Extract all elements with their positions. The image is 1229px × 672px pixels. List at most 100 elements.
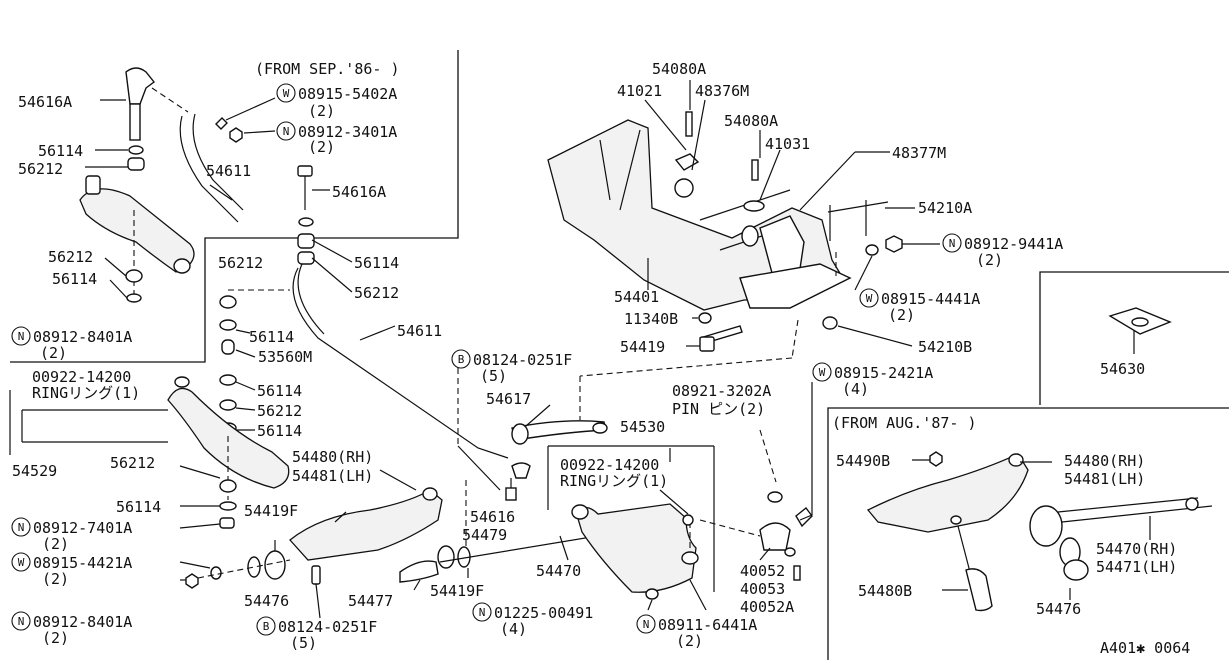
code-n-icon: N bbox=[18, 521, 25, 534]
label-54611-inset: 54611 bbox=[206, 162, 251, 180]
label-ring-2: RINGリング(1) bbox=[560, 472, 668, 490]
label-54611-main: 54611 bbox=[397, 322, 442, 340]
label-54419f-1: 54419F bbox=[244, 502, 298, 520]
label-54479: 54479 bbox=[462, 526, 507, 544]
qty-w08915-4421a: (2) bbox=[42, 570, 69, 588]
label-54470rh-inset: 54470(RH) bbox=[1096, 540, 1177, 558]
label-54476: 54476 bbox=[244, 592, 289, 610]
callout-w08915-5402a: W 08915-5402A (2) bbox=[276, 83, 397, 120]
label-40053: 40053 bbox=[740, 580, 785, 598]
qty-b08124-0251f-2: (5) bbox=[290, 634, 317, 652]
qty-n08912-8401a: (2) bbox=[42, 629, 69, 647]
label-pin: PIN ピン(2) bbox=[672, 400, 765, 418]
qty-n08912-7401a: (2) bbox=[42, 535, 69, 553]
qty-w08915-2421a: (4) bbox=[842, 380, 869, 398]
label-n08912-7401a: 08912-7401A bbox=[33, 519, 132, 537]
label-54210b: 54210B bbox=[918, 338, 972, 356]
label-54616a-main: 54616A bbox=[332, 183, 386, 201]
callout-b08124-0251f-1: B 08124-0251F (5) bbox=[451, 349, 572, 385]
label-41021: 41021 bbox=[617, 82, 662, 100]
callout-w08915-2421a: W 08915-2421A (4) bbox=[812, 362, 933, 398]
label-54490b: 54490B bbox=[836, 452, 890, 470]
label-n01225-00491: 01225-00491 bbox=[494, 604, 593, 622]
label-56114-inset-a: 56114 bbox=[38, 142, 83, 160]
label-54210a: 54210A bbox=[918, 199, 972, 217]
callout-n08912-7401a: N 08912-7401A (2) bbox=[11, 517, 132, 553]
code-w-icon: W bbox=[866, 292, 873, 305]
inset-top-left-drawing bbox=[79, 67, 276, 303]
label-56212-main-a: 56212 bbox=[218, 254, 263, 272]
qty-b08124-0251f-1: (5) bbox=[480, 367, 507, 385]
label-00922-14200-2: 00922-14200 bbox=[560, 456, 659, 474]
label-40052: 40052 bbox=[740, 562, 785, 580]
code-w-icon: W bbox=[283, 87, 290, 100]
code-n-icon: N bbox=[283, 125, 290, 138]
callout-b08124-0251f-2: B 08124-0251F (5) bbox=[256, 616, 377, 652]
label-56212-main-b: 56212 bbox=[354, 284, 399, 302]
crossmember-drawing bbox=[547, 80, 940, 420]
label-53560m: 53560M bbox=[258, 348, 312, 366]
label-48376m: 48376M bbox=[695, 82, 749, 100]
label-54530: 54530 bbox=[620, 418, 665, 436]
inset-bottom-right-border bbox=[827, 407, 1229, 660]
code-n-icon: N bbox=[18, 615, 25, 628]
code-w-icon: W bbox=[819, 366, 826, 379]
label-56212-main-c: 56212 bbox=[257, 402, 302, 420]
label-n08912-3401a: 08912-3401A bbox=[298, 123, 397, 141]
label-40052a: 40052A bbox=[740, 598, 794, 616]
label-w08915-4441a: 08915-4441A bbox=[881, 290, 980, 308]
callout-n08912-8401a: N 08912-8401A (2) bbox=[11, 611, 132, 647]
qty-n08911-6441a: (2) bbox=[676, 632, 703, 650]
label-b08124-0251f-2: 08124-0251F bbox=[278, 618, 377, 636]
code-b-icon: B bbox=[263, 620, 270, 633]
label-54480b-inset: 54480B bbox=[858, 582, 912, 600]
label-56114-main-c: 56114 bbox=[257, 382, 302, 400]
callout-n08911-6441a: N 08911-6441A (2) bbox=[636, 614, 757, 650]
label-w08915-5402a: 08915-5402A bbox=[298, 85, 397, 103]
label-54616a-inset: 54616A bbox=[18, 93, 72, 111]
label-48377m: 48377M bbox=[892, 144, 946, 162]
label-54616: 54616 bbox=[470, 508, 515, 526]
callout-w08915-4421a: W 08915-4421A (2) bbox=[11, 552, 132, 588]
code-n-icon: N bbox=[18, 330, 25, 343]
label-41031: 41031 bbox=[765, 135, 810, 153]
label-54477: 54477 bbox=[348, 592, 393, 610]
callout-n01225-00491: N 01225-00491 (4) bbox=[472, 602, 593, 638]
label-56114-main-a: 56114 bbox=[354, 254, 399, 272]
label-54480rh-inset: 54480(RH) bbox=[1064, 452, 1145, 470]
label-56114-inset-b: 56114 bbox=[52, 270, 97, 288]
label-56212-inset-b: 56212 bbox=[48, 248, 93, 266]
qty-w08915-5402a: (2) bbox=[308, 102, 335, 120]
code-n-icon: N bbox=[479, 606, 486, 619]
label-11340b: 11340B bbox=[624, 310, 678, 328]
label-54481lh-inset: 54481(LH) bbox=[1064, 470, 1145, 488]
label-54419: 54419 bbox=[620, 338, 665, 356]
label-54471lh-inset: 54471(LH) bbox=[1096, 558, 1177, 576]
inset-top-left-border bbox=[10, 50, 459, 363]
code-b-icon: B bbox=[458, 353, 465, 366]
label-54630: 54630 bbox=[1100, 360, 1145, 378]
label-56212-main-d: 56212 bbox=[110, 454, 155, 472]
label-w08915-2421a: 08915-2421A bbox=[834, 364, 933, 382]
inset-top-left-heading: (FROM SEP.'86- ) bbox=[255, 60, 400, 78]
qty-n08912-8401a-inset: (2) bbox=[40, 344, 67, 362]
label-54481lh: 54481(LH) bbox=[292, 467, 373, 485]
label-54419f-2: 54419F bbox=[430, 582, 484, 600]
qty-w08915-4441a: (2) bbox=[888, 306, 915, 324]
label-54617: 54617 bbox=[486, 390, 531, 408]
callout-n08912-8401a-inset: N 08912-8401A (2) bbox=[11, 326, 132, 362]
callout-n08912-9441a: N 08912-9441A (2) bbox=[942, 233, 1063, 269]
label-n08912-8401a-inset: 08912-8401A bbox=[33, 328, 132, 346]
code-n-icon: N bbox=[643, 618, 650, 631]
code-n-icon: N bbox=[949, 237, 956, 250]
label-54476-inset: 54476 bbox=[1036, 600, 1081, 618]
label-54480rh: 54480(RH) bbox=[292, 448, 373, 466]
qty-n01225-00491: (4) bbox=[500, 620, 527, 638]
label-ring-1: RINGリング(1) bbox=[32, 384, 140, 402]
qty-n08912-3401a: (2) bbox=[308, 138, 335, 156]
label-54080a-2: 54080A bbox=[724, 112, 778, 130]
inset-bottom-right-drawing bbox=[866, 451, 1213, 612]
inset-part-border bbox=[1039, 271, 1229, 405]
p54630-drawing bbox=[1108, 307, 1172, 354]
label-w08915-4421a: 08915-4421A bbox=[33, 554, 132, 572]
